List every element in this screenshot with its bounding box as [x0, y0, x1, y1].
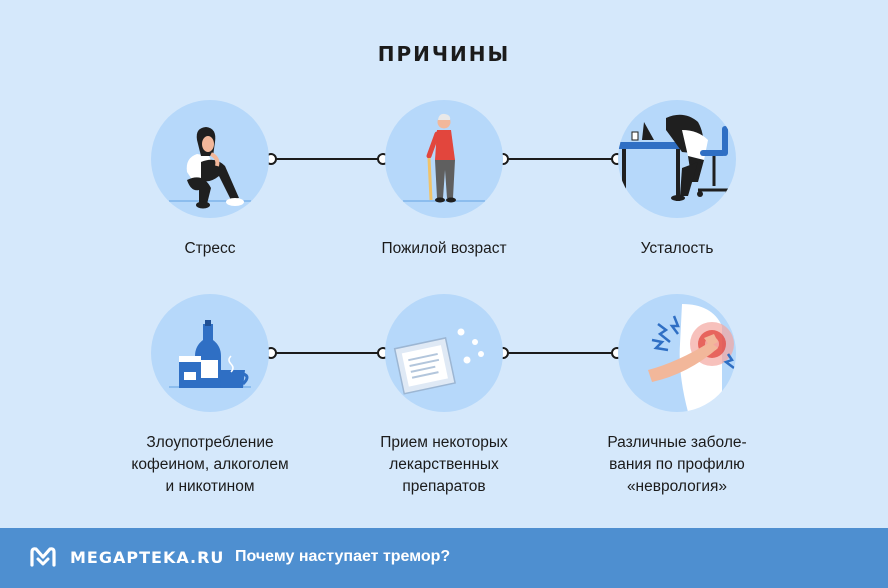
label-line: препаратов: [402, 478, 486, 495]
elderly-illustration: [385, 100, 503, 218]
stress-illustration: [151, 100, 269, 218]
cause-label-medicines: Прием некоторых лекарственных препаратов: [344, 432, 544, 498]
label-line: Пожилой возраст: [381, 240, 507, 257]
label-line: лекарственных: [389, 456, 499, 473]
connector-line: [272, 352, 384, 354]
brand-logo-icon: [29, 546, 57, 573]
label-line: Злоупотребление: [146, 434, 274, 451]
neurology-illustration: [618, 294, 736, 412]
connector-line: [504, 158, 618, 160]
bottle-cigarettes-coffee-icon: [169, 320, 251, 388]
brand-name[interactable]: MEGAPTEKA.RU: [70, 548, 225, 567]
cause-label-stress: Стресс: [110, 238, 310, 260]
cause-label-age: Пожилой возраст: [344, 238, 544, 260]
label-line: и никотином: [165, 478, 255, 495]
tired-person-at-desk-icon: [618, 114, 731, 201]
label-line: Усталость: [640, 240, 714, 257]
cause-label-substances: Злоупотребление кофеином, алкоголем и ни…: [110, 432, 310, 498]
cause-label-neurology: Различные заболе- вания по профилю «невр…: [577, 432, 777, 498]
stressed-person-icon: [169, 127, 251, 209]
medicines-illustration: [385, 294, 503, 412]
substances-illustration: [151, 294, 269, 412]
label-line: вания по профилю: [609, 456, 745, 473]
nerve-pain-icon: [648, 304, 735, 412]
cause-label-fatigue: Усталость: [577, 238, 777, 260]
label-line: Различные заболе-: [607, 434, 747, 451]
medicine-pills-icon: [393, 328, 484, 395]
elderly-man-icon: [403, 113, 485, 203]
page-title: ПРИЧИНЫ: [377, 42, 511, 66]
connector-line: [272, 158, 384, 160]
fatigue-illustration: [618, 100, 736, 218]
article-title: Почему наступает тремор?: [235, 548, 451, 565]
label-line: кофеином, алкоголем: [131, 456, 289, 473]
connector-line: [504, 352, 618, 354]
label-line: Прием некоторых: [380, 434, 508, 451]
footer-bar: MEGAPTEKA.RU Почему наступает тремор?: [0, 528, 888, 588]
label-line: «неврология»: [626, 478, 728, 495]
label-line: Стресс: [184, 240, 236, 257]
